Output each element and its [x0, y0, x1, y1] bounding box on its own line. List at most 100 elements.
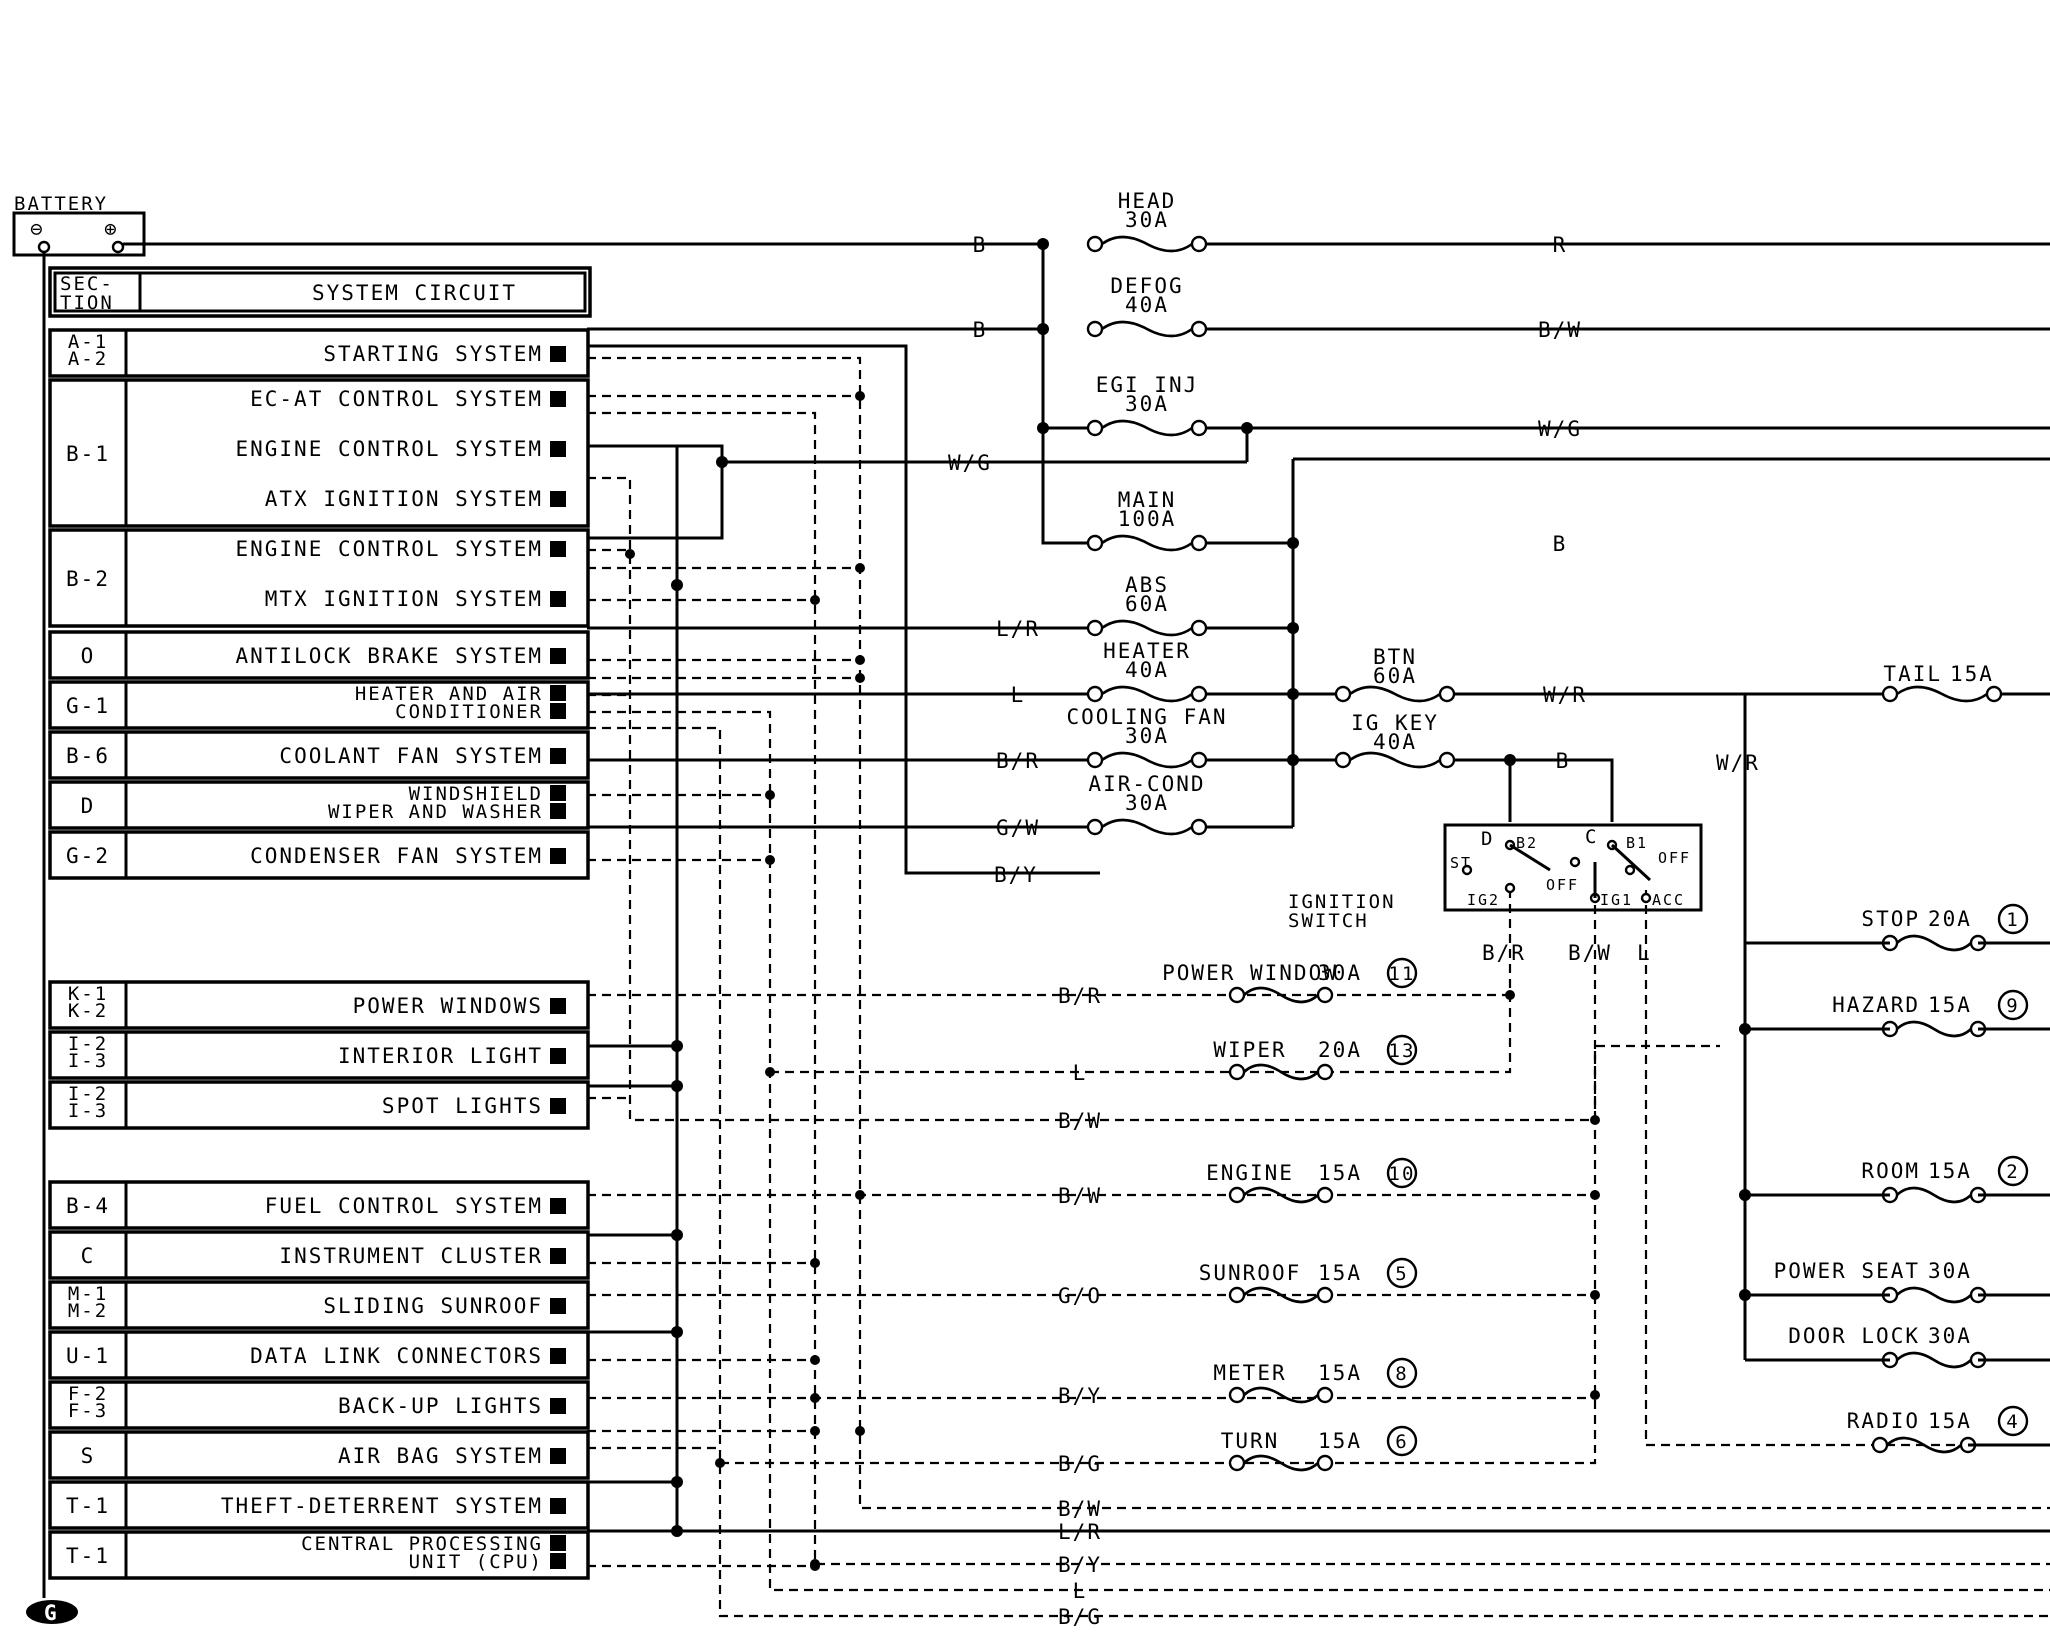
fuse-number: 8 [1395, 1363, 1408, 1385]
connector-square-icon [550, 391, 566, 407]
section-code: I-2 [68, 1033, 108, 1055]
wire-label: B/Y [1058, 1553, 1102, 1577]
section-code: F-3 [68, 1400, 108, 1422]
connector-square-icon [550, 1298, 566, 1314]
connector-square-icon [550, 1448, 566, 1464]
fuse-number-circle-icon [1997, 1405, 2029, 1437]
fuse-number-circle-icon [1386, 1034, 1418, 1066]
fuse-rating: 20A [1928, 907, 1972, 931]
fuse-rating: 15A [1928, 1409, 1972, 1433]
fuse-icon [1881, 1351, 1987, 1369]
section-code: T-1 [66, 1544, 110, 1568]
fuse-number-circle-icon [1386, 1157, 1418, 1189]
fuse-number-circle-icon [1997, 903, 2029, 935]
fuse-name: BTN [1373, 645, 1417, 669]
wire-label: L/R [1058, 1520, 1102, 1544]
ignition-terminal: OFF [1546, 876, 1579, 894]
section-code: F-2 [68, 1383, 108, 1405]
fuse-rating: 30A [1125, 392, 1169, 416]
ignition-terminal: C [1585, 826, 1598, 848]
fuse-name: MAIN [1118, 488, 1177, 512]
fuse-icon [1086, 534, 1208, 552]
section-code: K-1 [68, 983, 108, 1005]
section-code: M-2 [68, 1300, 108, 1322]
connector-square-icon [550, 748, 566, 764]
ignition-terminal: IG1 [1600, 891, 1633, 909]
fuse-icon [1086, 235, 1208, 253]
fuse-name: ABS [1125, 573, 1169, 597]
battery-label: BATTERY [14, 193, 108, 215]
fuse-rating: 30A [1928, 1259, 1972, 1283]
connector-square-icon [550, 1398, 566, 1414]
fuse-name: POWER WINDOW [1162, 961, 1338, 985]
system-label: ATX IGNITION SYSTEM [265, 487, 543, 511]
ignition-terminal: ACC [1652, 891, 1685, 909]
fuse-name: DEFOG [1110, 274, 1183, 298]
fuse-icon [1881, 685, 2003, 703]
ignition-terminal: OFF [1658, 849, 1691, 867]
wire-label: W/G [948, 451, 992, 475]
section-code: B-4 [66, 1194, 110, 1218]
fuse-icon [1086, 751, 1208, 769]
ignition-terminal: B1 [1626, 834, 1648, 852]
main-feed-wires [123, 238, 2050, 1533]
ground-symbol: G [26, 1600, 78, 1625]
system-label: ANTILOCK BRAKE SYSTEM [235, 644, 543, 668]
section-code: T-1 [66, 1494, 110, 1518]
fuse-icon [1086, 320, 1208, 338]
fuse-name: COOLING FAN [1066, 705, 1227, 729]
connector-square-icon [550, 1048, 566, 1064]
fuse-icon [1228, 1386, 1334, 1404]
wire-label: B/W [1058, 1497, 1102, 1521]
fuse-name: METER [1213, 1361, 1286, 1385]
section-code: C [81, 1244, 96, 1268]
wire-label: B/W [1538, 318, 1582, 342]
fuse-name: IG KEY [1351, 711, 1439, 735]
ignition-switch-label: SWITCH [1288, 910, 1369, 932]
wire-label: B/R [1058, 984, 1102, 1008]
fuse-number: 6 [1395, 1431, 1408, 1453]
fuse-icon [1228, 1063, 1334, 1081]
connector-square-icon [550, 1198, 566, 1214]
fuse-icon [1228, 1186, 1334, 1204]
system-label: INSTRUMENT CLUSTER [279, 1244, 543, 1268]
section-code: G-2 [66, 844, 110, 868]
fuse-rating: 15A [1928, 993, 1972, 1017]
fuse-number-circle-icon [1386, 1425, 1418, 1457]
wire-label: G/W [996, 816, 1040, 840]
wire-label: L [1011, 683, 1026, 707]
wire-label: B [973, 318, 988, 342]
fuse-number: 4 [2006, 1411, 2019, 1433]
fuse-number: 13 [1389, 1040, 1416, 1062]
section-code: B-1 [66, 442, 110, 466]
ignition-terminal: IG2 [1467, 891, 1500, 909]
section-code: U-1 [66, 1344, 110, 1368]
fuse-rating: 15A [1928, 1159, 1972, 1183]
section-code: S [81, 1444, 96, 1468]
system-label: ENGINE CONTROL SYSTEM [235, 437, 543, 461]
fuse-number: 2 [2006, 1161, 2019, 1183]
system-label: AIR BAG SYSTEM [338, 1444, 543, 1468]
wire-label: B/W [1058, 1184, 1102, 1208]
ground-label: G [44, 1601, 59, 1625]
wire-label: B [973, 233, 988, 257]
fuse-rating: 15A [1318, 1261, 1362, 1285]
system-label: WIPER AND WASHER [328, 801, 543, 823]
fuse-name: TURN [1221, 1429, 1280, 1453]
fuse-icon [1881, 1020, 1987, 1038]
wire-label: G/O [1058, 1284, 1102, 1308]
connector-square-icon [550, 848, 566, 864]
wire-label: W/G [1538, 417, 1582, 441]
section-code: D [81, 794, 96, 818]
fuse-icon [1228, 1286, 1334, 1304]
fuse-name: WIPER [1213, 1038, 1286, 1062]
fuse-name: AIR-COND [1088, 772, 1205, 796]
battery-body [12, 211, 146, 257]
section-header: SEC- TION SYSTEM CIRCUIT [48, 266, 592, 318]
fuse-rating: 30A [1125, 724, 1169, 748]
fuse-rating: 40A [1125, 658, 1169, 682]
section-code: I-2 [68, 1083, 108, 1105]
